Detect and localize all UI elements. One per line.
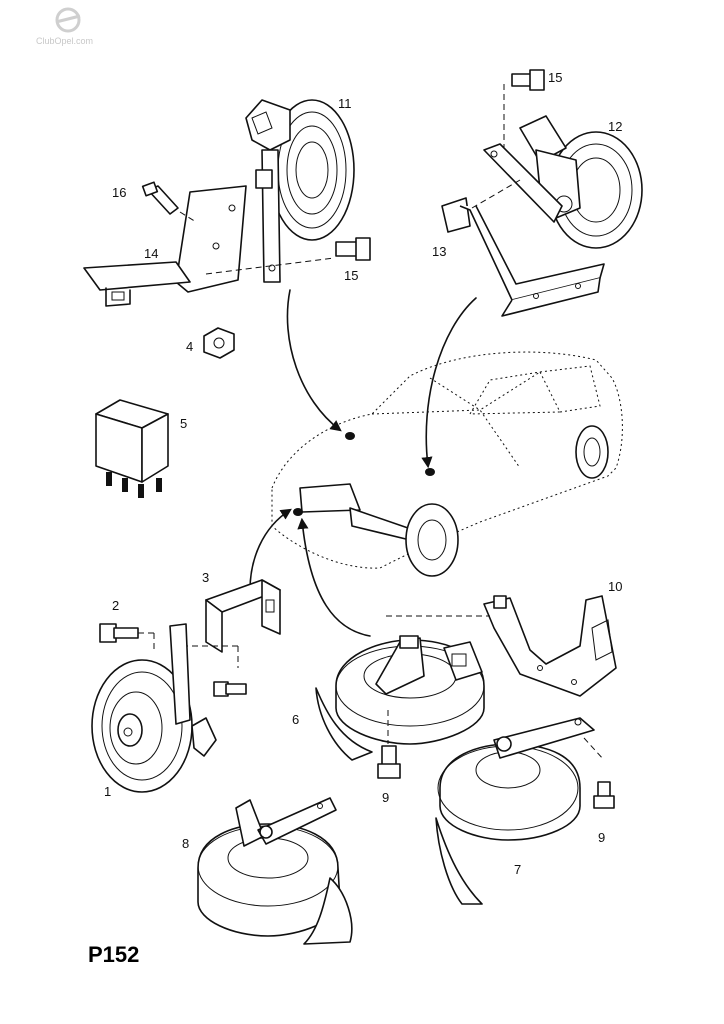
part-bracket-10 [386,595,617,697]
brand-logo: ClubOpel.com [36,7,93,46]
part-horn-12 [483,115,643,249]
part-bolt-2 [99,623,155,652]
callout-5: 5 [180,416,187,431]
part-bolt-9-right [593,781,615,809]
part-bracket-3 [182,579,281,668]
part-bolt-15-left [335,237,371,261]
part-bracket-13 [441,179,605,317]
callout-13: 13 [432,244,446,259]
part-relay-5 [95,399,169,498]
part-horn-7 [435,717,605,905]
car-outline [271,351,623,577]
watermark-text: ClubOpel.com [36,36,93,46]
callout-6: 6 [292,712,299,727]
part-bracket-14 [83,185,335,307]
part-horn-1 [91,623,217,793]
callout-12: 12 [608,119,622,134]
part-bolt-9-left [377,710,401,779]
part-bolt-15-right [503,69,545,150]
callout-1: 1 [104,784,111,799]
page-code: P152 [88,942,139,967]
callout-4: 4 [186,339,193,354]
callout-3: 3 [202,570,209,585]
callout-15-left: 15 [344,268,358,283]
callout-8: 8 [182,836,189,851]
callout-7: 7 [514,862,521,877]
callout-15-top: 15 [548,70,562,85]
part-horn-8 [197,797,353,945]
callout-2: 2 [112,598,119,613]
callout-9-right: 9 [598,830,605,845]
callout-11: 11 [338,96,352,111]
callout-16: 16 [112,185,126,200]
part-bolt-16 [141,181,197,223]
location-arrows [249,289,477,637]
callout-10: 10 [608,579,622,594]
part-horn-6 [315,635,485,761]
callout-14: 14 [144,246,158,261]
callout-9-left: 9 [382,790,389,805]
part-horn-11 [245,99,355,283]
part-bolt-3-fixing [213,681,247,697]
part-nut-4 [203,327,235,359]
